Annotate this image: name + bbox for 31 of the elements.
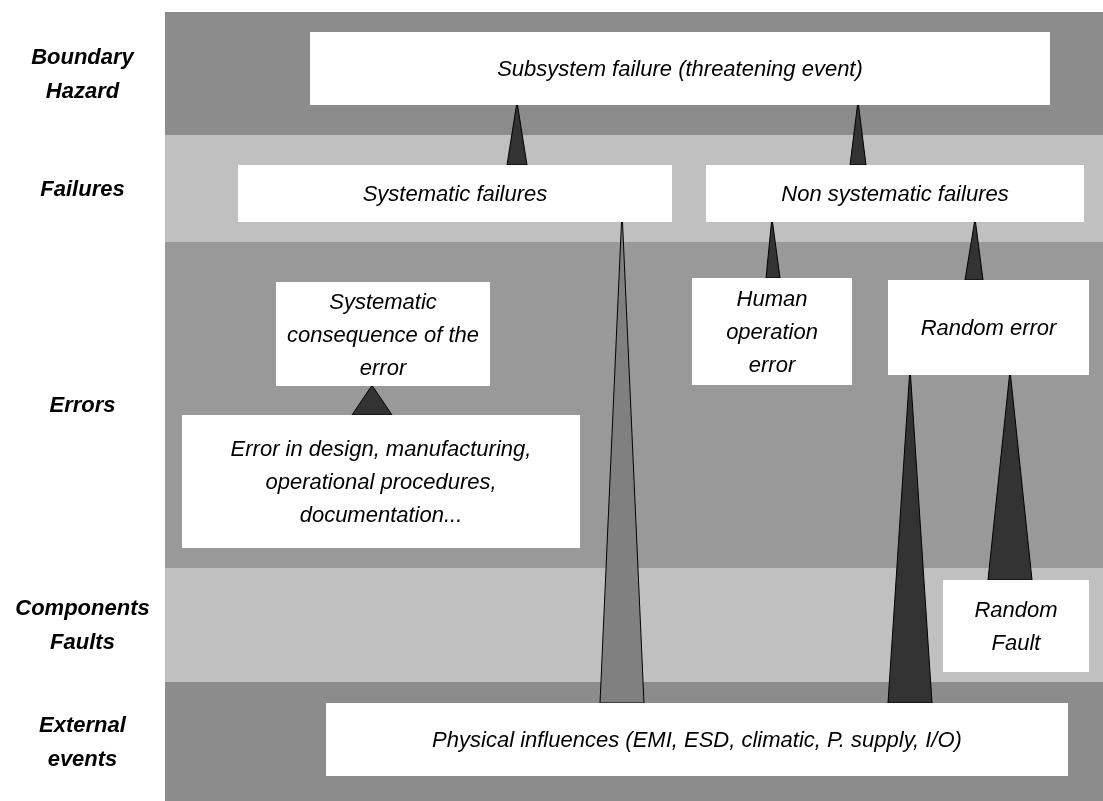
arrow [506,104,528,166]
arrow [849,104,867,166]
arrow [887,374,933,704]
box-text: Subsystem failure (threatening event) [497,55,863,83]
box-text: Error in design, manufacturing, operational procedures, documentation... [229,435,533,529]
box-text: Random Fault [973,596,1059,657]
box-text: Systematic consequence of the error [285,287,480,382]
text-box [276,282,490,386]
text-box [706,165,1084,222]
text-box [310,32,1050,105]
text-box [692,278,852,385]
arrow [964,221,984,281]
arrow [599,221,645,704]
box-text: Systematic failures [362,180,548,208]
arrow [987,374,1033,581]
arrow [765,221,781,279]
box-text: Non systematic failures [781,180,1009,208]
row-label: Boundary Hazard [30,42,136,105]
row-label: External events [38,710,128,773]
text-box [888,280,1089,375]
box-text: Human operation error [725,285,819,379]
row-label: Components Faults [14,594,151,656]
box-text: Physical influences (EMI, ESD, climatic, P. supply, I/O) [432,726,962,754]
arrow [351,385,393,416]
text-box [943,580,1089,672]
text-box [238,165,672,222]
row-label: Failures [39,174,126,203]
text-box [326,703,1068,776]
text-box [182,415,580,548]
box-text: Random error [920,314,1057,342]
row-label: Errors [48,391,117,419]
